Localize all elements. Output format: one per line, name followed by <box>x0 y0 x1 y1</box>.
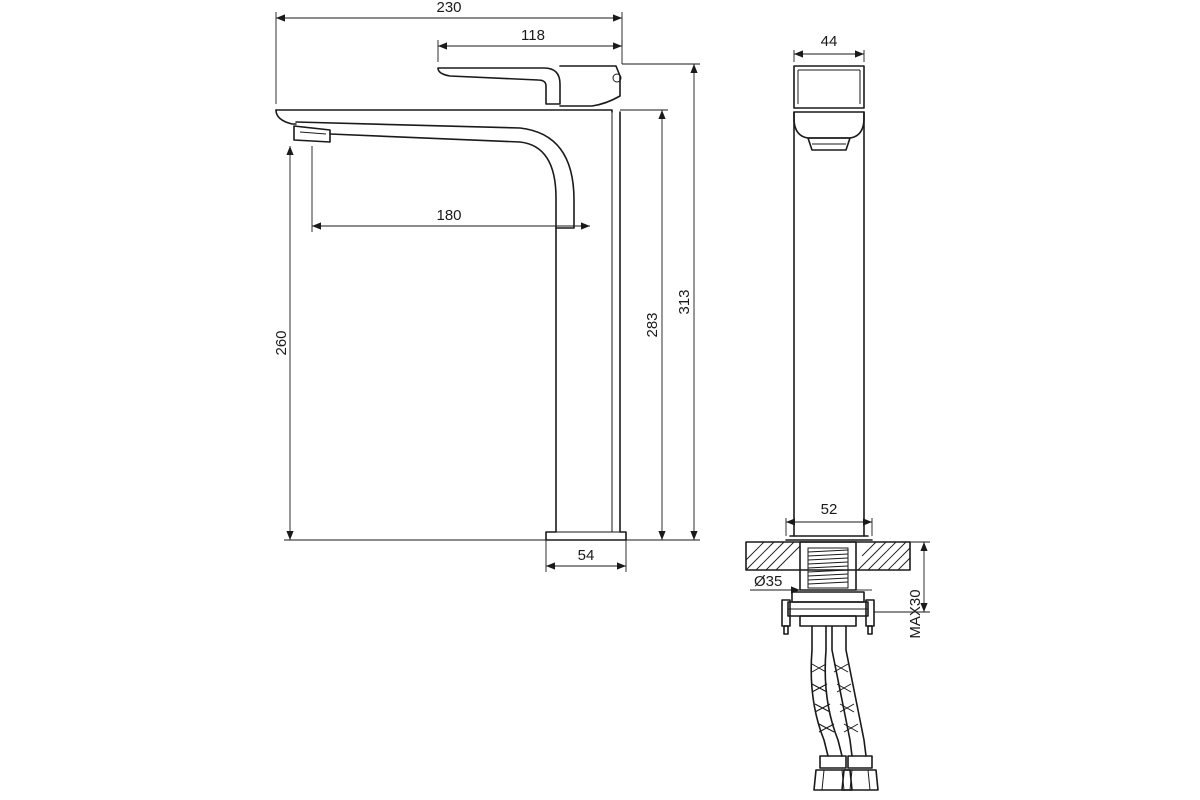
dim-spout-height: 260 <box>273 330 290 355</box>
side-spout-head <box>793 111 865 139</box>
aerator-inner <box>299 131 327 135</box>
side-view: 44 52 Ø35 MAX30 <box>745 33 930 791</box>
dim-overall-width: 230 <box>436 0 461 16</box>
dim-thread-diameter: Ø35 <box>754 573 782 590</box>
dim-side-top-width: 44 <box>821 33 838 50</box>
spout-tip <box>275 109 297 125</box>
spout-body-outline <box>275 109 613 113</box>
dim-side-base-width: 52 <box>821 501 838 518</box>
countertop-section <box>745 541 911 571</box>
dim-body-height: 283 <box>644 312 661 337</box>
dim-base-width: 54 <box>578 547 595 564</box>
side-handle-block <box>793 65 865 109</box>
dim-handle-length: 118 <box>521 27 545 44</box>
dim-spout-reach: 180 <box>436 207 461 224</box>
body-column <box>545 111 627 541</box>
side-aerator <box>807 137 851 151</box>
braided-hoses <box>810 625 879 791</box>
dim-total-height: 313 <box>676 289 693 314</box>
front-view: 230 118 180 260 283 313 54 <box>273 0 700 572</box>
handle-base <box>559 65 621 107</box>
handle <box>437 67 561 105</box>
handle-cap <box>612 73 622 83</box>
dim-max-thickness: MAX30 <box>907 589 924 638</box>
threaded-shank <box>799 541 857 591</box>
aerator <box>293 125 331 143</box>
mounting-nut <box>781 591 875 635</box>
spout-arm-lower <box>295 121 575 229</box>
